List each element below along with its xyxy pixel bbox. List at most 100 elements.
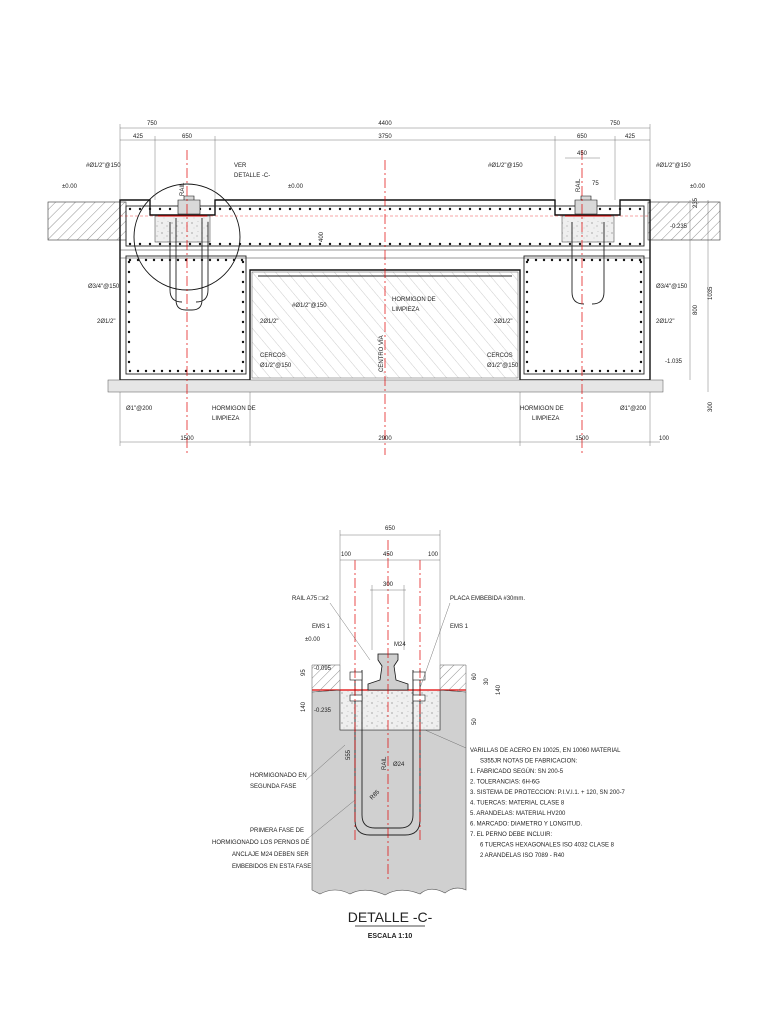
level-right: ±0.00 <box>690 184 706 190</box>
detail-dim-100-right: 100 <box>428 552 439 558</box>
detail-label-ems-right: EMS 1 <box>450 624 469 630</box>
anchor-bolts-left <box>154 195 211 311</box>
dim-650-right: 650 <box>577 134 588 140</box>
bar-2-inner-left: 2Ø1/2" <box>260 319 278 325</box>
bar-side-left: Ø3/4"@150 <box>88 284 120 290</box>
detail-dim-650: 650 <box>385 526 396 532</box>
label-rail-right: RAIL <box>576 178 582 192</box>
detail-title: DETALLE -C- <box>348 909 433 925</box>
dim-3750: 3750 <box>378 134 392 140</box>
level-1035: -1.035 <box>665 359 683 365</box>
detail-view: 650 100 450 100 300 95 140 60 30 140 50 … <box>212 526 626 940</box>
detail-dim-555: 555 <box>346 749 352 760</box>
note-line: 5. ARANDELAS: MATERIAL HV200 <box>470 811 566 817</box>
dim-1035: 1035 <box>708 286 714 300</box>
detail-horm-1: HORMIGONADO EN <box>250 773 307 779</box>
bar-2-right: 2Ø1/2" <box>656 319 674 325</box>
detail-level-095: -0.095 <box>314 666 332 672</box>
label-limpieza-left-1: HORMIGON DE <box>212 406 256 412</box>
dim-75: 75 <box>592 181 599 187</box>
detail-prim-4: EMBEBIDOS EN ESTA FASE <box>232 864 311 870</box>
note-line: 2. TOLERANCIAS: 6H-6G <box>470 780 540 786</box>
dim-650-left: 650 <box>182 134 193 140</box>
note-line: 7. EL PERNO DEBE INCLUIR: <box>470 832 552 838</box>
detail-level-235: -0.235 <box>314 708 332 714</box>
dim-1500-right: 1500 <box>575 436 589 442</box>
bar-top-left: #Ø1/2"@150 <box>86 163 121 169</box>
note-line: 2 ARANDELAS ISO 7089 - R40 <box>480 853 565 859</box>
bar-2-left: 2Ø1/2" <box>97 319 115 325</box>
detail-dim-140-right: 140 <box>496 684 502 695</box>
bar-mid-fill: #Ø1/2"@150 <box>292 303 327 309</box>
detail-ground <box>311 689 467 896</box>
dim-235: 235 <box>693 197 699 208</box>
dim-750-left: 750 <box>147 121 158 127</box>
detail-scale: ESCALA 1:10 <box>368 933 413 940</box>
label-hormigon: HORMIGON DE <box>392 297 436 303</box>
label-limpieza-top: LIMPIEZA <box>392 307 419 313</box>
label-limpieza-right-1: HORMIGON DE <box>520 406 564 412</box>
label-ver: VER <box>234 163 247 169</box>
note-line: VARILLAS DE ACERO EN 10025, EN 10060 MAT… <box>470 748 621 754</box>
label-axis-mid: CENTRO VÍA <box>378 335 385 372</box>
label-limpieza-left-2: LIMPIEZA <box>212 416 239 422</box>
label-cercos-right: CERCOS <box>487 353 513 359</box>
detail-label-rail: RAIL A75 □x2 <box>292 596 329 602</box>
bar-bottom-left: Ø1"@200 <box>126 406 153 412</box>
note-line: 6. MARCADO: DIAMETRO Y LONGITUD. <box>470 822 582 828</box>
bar-top-mid: #Ø1/2"@150 <box>488 163 523 169</box>
bar-side-right: Ø3/4"@150 <box>656 284 688 290</box>
detail-label-ems-left: EMS 1 <box>312 624 331 630</box>
detail-dim-100-left: 100 <box>341 552 352 558</box>
detail-dim-140-left: 140 <box>301 701 307 712</box>
bar-2-inner-right: 2Ø1/2" <box>494 319 512 325</box>
detail-level-000: ±0.00 <box>305 637 321 643</box>
label-rail-left: RAIL <box>180 182 186 196</box>
detail-dim-300: 300 <box>383 582 394 588</box>
ground-left <box>47 201 127 241</box>
lean-concrete <box>107 379 664 393</box>
detail-dim-30: 30 <box>484 678 490 685</box>
dim-400: 400 <box>319 231 325 242</box>
fabrication-notes: VARILLAS DE ACERO EN 10025, EN 10060 MAT… <box>470 748 626 859</box>
dim-425-right: 425 <box>625 134 636 140</box>
label-cercos-left: CERCOS <box>260 353 286 359</box>
bar-bottom-right: Ø1"@200 <box>620 406 647 412</box>
ground-right <box>647 201 721 241</box>
dim-450: 450 <box>577 151 588 157</box>
dim-2900: 2900 <box>378 436 392 442</box>
note-line: S355JR NOTAS DE FABRICACION: <box>480 759 578 765</box>
detail-prim-3: ANCLAJE M24 DEBEN SER <box>232 852 309 858</box>
detail-dim-450: 450 <box>383 552 394 558</box>
dim-100: 100 <box>659 436 670 442</box>
level-235: -0.235 <box>670 224 688 230</box>
rebar-dots <box>127 207 643 373</box>
bar-top-right: #Ø1/2"@150 <box>656 163 691 169</box>
section-view: 4400 750 750 425 650 3750 650 425 450 75… <box>47 121 721 455</box>
detail-dim-60: 60 <box>472 673 478 680</box>
detail-bolts <box>349 670 426 836</box>
note-line: 3. SISTEMA DE PROTECCION: P.I.V.I.1. + 1… <box>470 790 626 796</box>
slab-outline <box>119 199 651 381</box>
level-mid: ±0.00 <box>288 184 304 190</box>
label-cercos-right-val: Ø1/2"@150 <box>487 363 519 369</box>
label-ver-detalle: DETALLE -C- <box>234 173 270 179</box>
dim-425-left: 425 <box>133 134 144 140</box>
dim-4400: 4400 <box>378 121 392 127</box>
level-left: ±0.00 <box>62 184 78 190</box>
detail-label-placa: PLACA EMBEBIDA #30mm. <box>450 596 525 602</box>
detail-o24: Ø24 <box>393 762 405 768</box>
detail-m24: M24 <box>394 642 406 648</box>
dim-1500-left: 1500 <box>180 436 194 442</box>
dim-750-right: 750 <box>610 121 621 127</box>
label-cercos-left-val: Ø1/2"@150 <box>260 363 292 369</box>
detail-rail-axis: RAIL <box>382 756 388 770</box>
note-line: 4. TUERCAS: MATERIAL CLASE 8 <box>470 801 565 807</box>
detail-dim-95: 95 <box>301 669 307 676</box>
detail-dim-50: 50 <box>472 718 478 725</box>
note-line: 6 TUERCAS HEXAGONALES ISO 4032 CLASE 8 <box>480 843 615 849</box>
detail-prim-2: HORMIGONADO LOS PERNOS DE <box>212 840 309 846</box>
note-line: 1. FABRICADO SEGÚN: SN 200-5 <box>470 768 564 775</box>
dim-800: 800 <box>693 304 699 315</box>
